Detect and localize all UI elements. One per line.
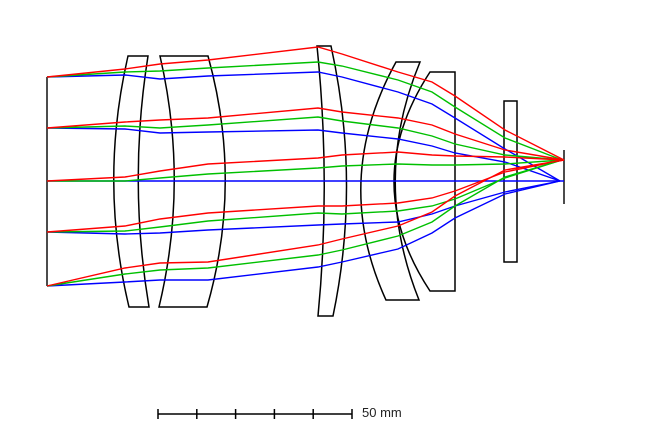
ray-red-bundle-2 bbox=[46, 107, 565, 161]
ray-red-bundle-3 bbox=[46, 151, 565, 182]
ray-red-bundle-4 bbox=[46, 159, 565, 233]
scale-bar-label: 50 mm bbox=[362, 405, 402, 420]
ray-green-bundle-1 bbox=[46, 61, 563, 161]
ray-green-bundle-3 bbox=[47, 159, 563, 182]
lens-element-2 bbox=[158, 55, 226, 308]
ray-green-bundle-2 bbox=[46, 116, 563, 161]
ray-blue-bundle-5 bbox=[46, 180, 561, 287]
ray-red-bundle-5 bbox=[46, 159, 565, 287]
scale-bar bbox=[157, 409, 353, 419]
ray-red-bundle-1 bbox=[46, 46, 565, 161]
lens-element-1 bbox=[113, 55, 150, 308]
ray-blue-bundle-1 bbox=[46, 71, 561, 182]
ray-blue-bundle-4 bbox=[46, 180, 561, 235]
ray-bundles bbox=[46, 46, 565, 287]
lens-element-5 bbox=[393, 71, 456, 292]
ray-green-bundle-4 bbox=[46, 159, 563, 233]
ray-green-bundle-5 bbox=[46, 159, 563, 287]
